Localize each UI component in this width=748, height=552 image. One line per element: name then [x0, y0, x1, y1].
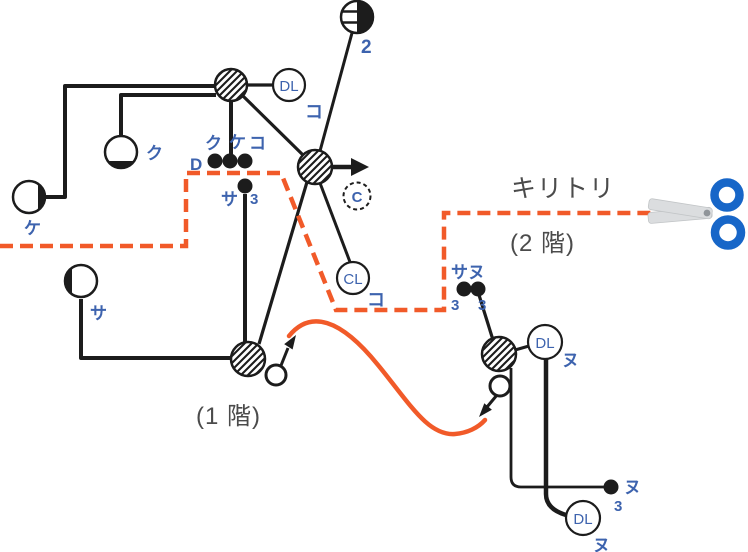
outlet-symbol — [339, 0, 375, 35]
switch-sa-ways: 3 — [250, 191, 258, 208]
cl-circle — [335, 260, 371, 296]
wire-sa-lamp-branch — [79, 299, 232, 360]
wire-box-to-dl-mid — [514, 344, 530, 352]
joint-arrow-right-head — [479, 403, 492, 417]
switch-nu-label: ヌ — [624, 478, 641, 497]
switch-ko-label: コ — [249, 134, 266, 153]
feed-arrow-head — [351, 158, 369, 176]
lamps — [11, 134, 139, 299]
switch-nu-3way — [603, 479, 619, 495]
dl-bottom-text: DL — [573, 511, 592, 528]
dl-mid-circle — [526, 323, 564, 361]
switch-nu-ways: 3 — [614, 498, 622, 515]
joint-arrow-left-head — [284, 335, 296, 350]
joint-point-right — [488, 374, 512, 398]
cut-label: キリトリ — [511, 175, 615, 203]
junction-box-right — [480, 335, 518, 373]
switch-ku — [207, 153, 223, 169]
dl-bottom-circuit: ヌ — [593, 536, 610, 552]
switch-nu-2f — [470, 281, 486, 297]
connector-curve — [286, 319, 488, 437]
joint-marker-c-text: C — [352, 189, 363, 206]
scissors-blade-lower — [647, 198, 713, 220]
wire-midbox-to-bottombox — [257, 181, 309, 345]
switch-sanu-ways-left: 3 — [451, 297, 459, 314]
outlet-wall-fill — [357, 1, 373, 33]
labels: キリトリ (2 階) (1 階) 2 DL コ CL コ DL ヌ DL ヌ C… — [24, 37, 641, 552]
scissors-handle-lower — [710, 215, 746, 250]
joint-marker-c-circle — [342, 181, 372, 211]
switch-box-label: D — [190, 155, 202, 174]
junction-box-top — [213, 67, 249, 103]
switch-ke-label: ケ — [229, 133, 246, 152]
wire-box-to-box-diagonal — [241, 94, 305, 157]
joint-point-left — [264, 363, 288, 387]
wire-sanu-to-box — [477, 294, 495, 341]
dl-mid-text: DL — [535, 335, 554, 352]
lamp-ku-symbol — [103, 134, 139, 170]
outlet-lines — [342, 10, 358, 24]
switch-ko — [237, 153, 253, 169]
junction-box-bottom-left — [229, 340, 267, 378]
switch-sanu-label: サヌ — [451, 263, 485, 282]
outlet-count-label: 2 — [361, 37, 372, 58]
cl-circuit: コ — [367, 290, 385, 310]
scissors-icon — [647, 178, 746, 250]
fixture-circles — [271, 67, 602, 537]
dl-mid-circuit: ヌ — [562, 351, 579, 370]
dl-top-circuit: コ — [305, 102, 323, 122]
wire-box-to-cl — [318, 182, 352, 263]
scissors-handle-upper — [710, 178, 744, 212]
switch-ke — [222, 153, 238, 169]
lamp-sa-symbol — [63, 263, 99, 299]
dl-bottom-circle — [564, 499, 602, 537]
wire-dl-to-dl-bottom — [543, 359, 567, 518]
junction-box-middle — [296, 148, 334, 186]
wire-box-to-nu-switch — [509, 368, 604, 489]
switch-ku-label: ク — [205, 134, 222, 153]
wire-box-to-outlet — [318, 32, 354, 152]
lamp-ke-label: ケ — [24, 219, 41, 238]
cut-line — [0, 170, 656, 313]
junction-boxes — [213, 67, 518, 378]
lamp-sa-label: サ — [90, 304, 107, 323]
scissors-pivot — [703, 209, 711, 217]
dl-top-text: DL — [279, 78, 298, 95]
floor1-label: (1 階) — [196, 403, 261, 430]
lamp-ke-symbol — [11, 179, 47, 215]
lamp-ku-label: ク — [146, 144, 163, 163]
switch-sanu-ways-right: 3 — [478, 297, 486, 314]
cl-text: CL — [343, 271, 362, 288]
joint-arrow-left-shaft — [278, 347, 290, 369]
wire-ke-branch — [46, 84, 216, 199]
wiring — [46, 32, 604, 518]
joint-arrow-right-shaft — [485, 394, 499, 408]
dl-top-circle — [271, 67, 307, 103]
switch-sa-2f — [456, 281, 472, 297]
arrows — [278, 158, 499, 417]
floor2-label: (2 階) — [510, 230, 575, 257]
wire-ku-branch — [119, 93, 216, 137]
switch-sa-3way — [237, 178, 253, 194]
switch-dots — [207, 153, 619, 495]
switch-sa-label: サ — [221, 190, 238, 209]
